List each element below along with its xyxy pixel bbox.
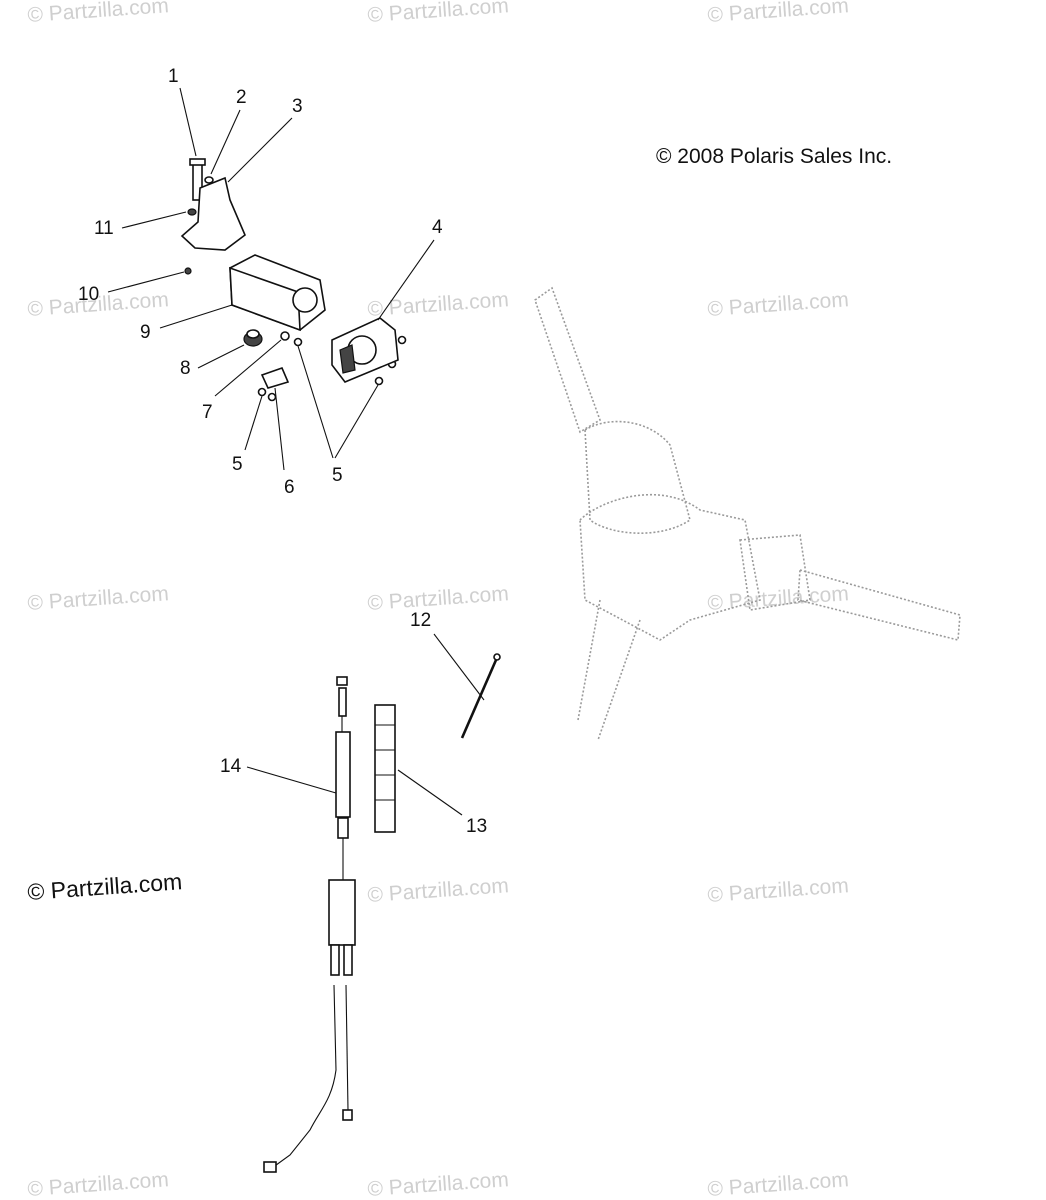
part-9-housing bbox=[229, 254, 326, 332]
part-4-cover bbox=[331, 317, 399, 383]
watermark: © Partzilla.com bbox=[367, 1168, 510, 1200]
watermark: © Partzilla.com bbox=[367, 0, 510, 27]
part-6-cover-plate bbox=[260, 366, 290, 389]
part-2-washer bbox=[204, 176, 214, 184]
watermark: © Partzilla.com bbox=[707, 874, 850, 907]
watermark: © Partzilla.com bbox=[27, 0, 170, 27]
callout-13: 13 bbox=[466, 816, 487, 837]
watermark-dark: © Partzilla.com bbox=[27, 868, 183, 905]
callout-3: 3 bbox=[292, 96, 303, 117]
callout-6: 6 bbox=[284, 477, 295, 498]
part-11-washer bbox=[187, 208, 197, 216]
watermark: © Partzilla.com bbox=[707, 0, 850, 27]
watermark: © Partzilla.com bbox=[707, 1168, 850, 1200]
part-7-washer bbox=[280, 331, 290, 341]
watermark: © Partzilla.com bbox=[707, 582, 850, 615]
callout-8: 8 bbox=[180, 358, 191, 379]
callout-4: 4 bbox=[432, 217, 443, 238]
part-3-bracket bbox=[180, 176, 246, 251]
callout-5a: 5 bbox=[232, 454, 243, 475]
watermark: © Partzilla.com bbox=[27, 1168, 170, 1200]
copyright-text: © 2008 Polaris Sales Inc. bbox=[656, 145, 892, 168]
callout-14: 14 bbox=[220, 756, 242, 777]
callout-11: 11 bbox=[94, 218, 114, 239]
callout-2: 2 bbox=[236, 87, 247, 108]
handlebar-ghost-illustration bbox=[534, 286, 961, 741]
part-13-sleeve bbox=[374, 704, 396, 833]
callout-numbers: 1 2 3 4 5 5 6 7 8 9 10 11 12 13 14 bbox=[78, 66, 487, 837]
watermarks: © Partzilla.com © Partzilla.com © Partzi… bbox=[27, 0, 850, 1200]
leader-lines bbox=[107, 87, 485, 816]
part-1-pin bbox=[189, 158, 206, 201]
callout-10: 10 bbox=[78, 284, 99, 305]
callout-1: 1 bbox=[168, 66, 179, 87]
callout-9: 9 bbox=[140, 322, 151, 343]
watermark: © Partzilla.com bbox=[27, 582, 170, 615]
watermark: © Partzilla.com bbox=[707, 288, 850, 321]
part-8-knob bbox=[243, 329, 263, 347]
watermark: © Partzilla.com bbox=[367, 582, 510, 615]
callout-12: 12 bbox=[410, 610, 431, 631]
part-10-screw bbox=[184, 267, 192, 275]
part-14-cable-assembly bbox=[263, 676, 356, 1173]
callout-5b: 5 bbox=[332, 465, 343, 486]
part-12-rod bbox=[460, 653, 501, 739]
watermark: © Partzilla.com bbox=[367, 874, 510, 907]
callout-7: 7 bbox=[202, 402, 213, 423]
